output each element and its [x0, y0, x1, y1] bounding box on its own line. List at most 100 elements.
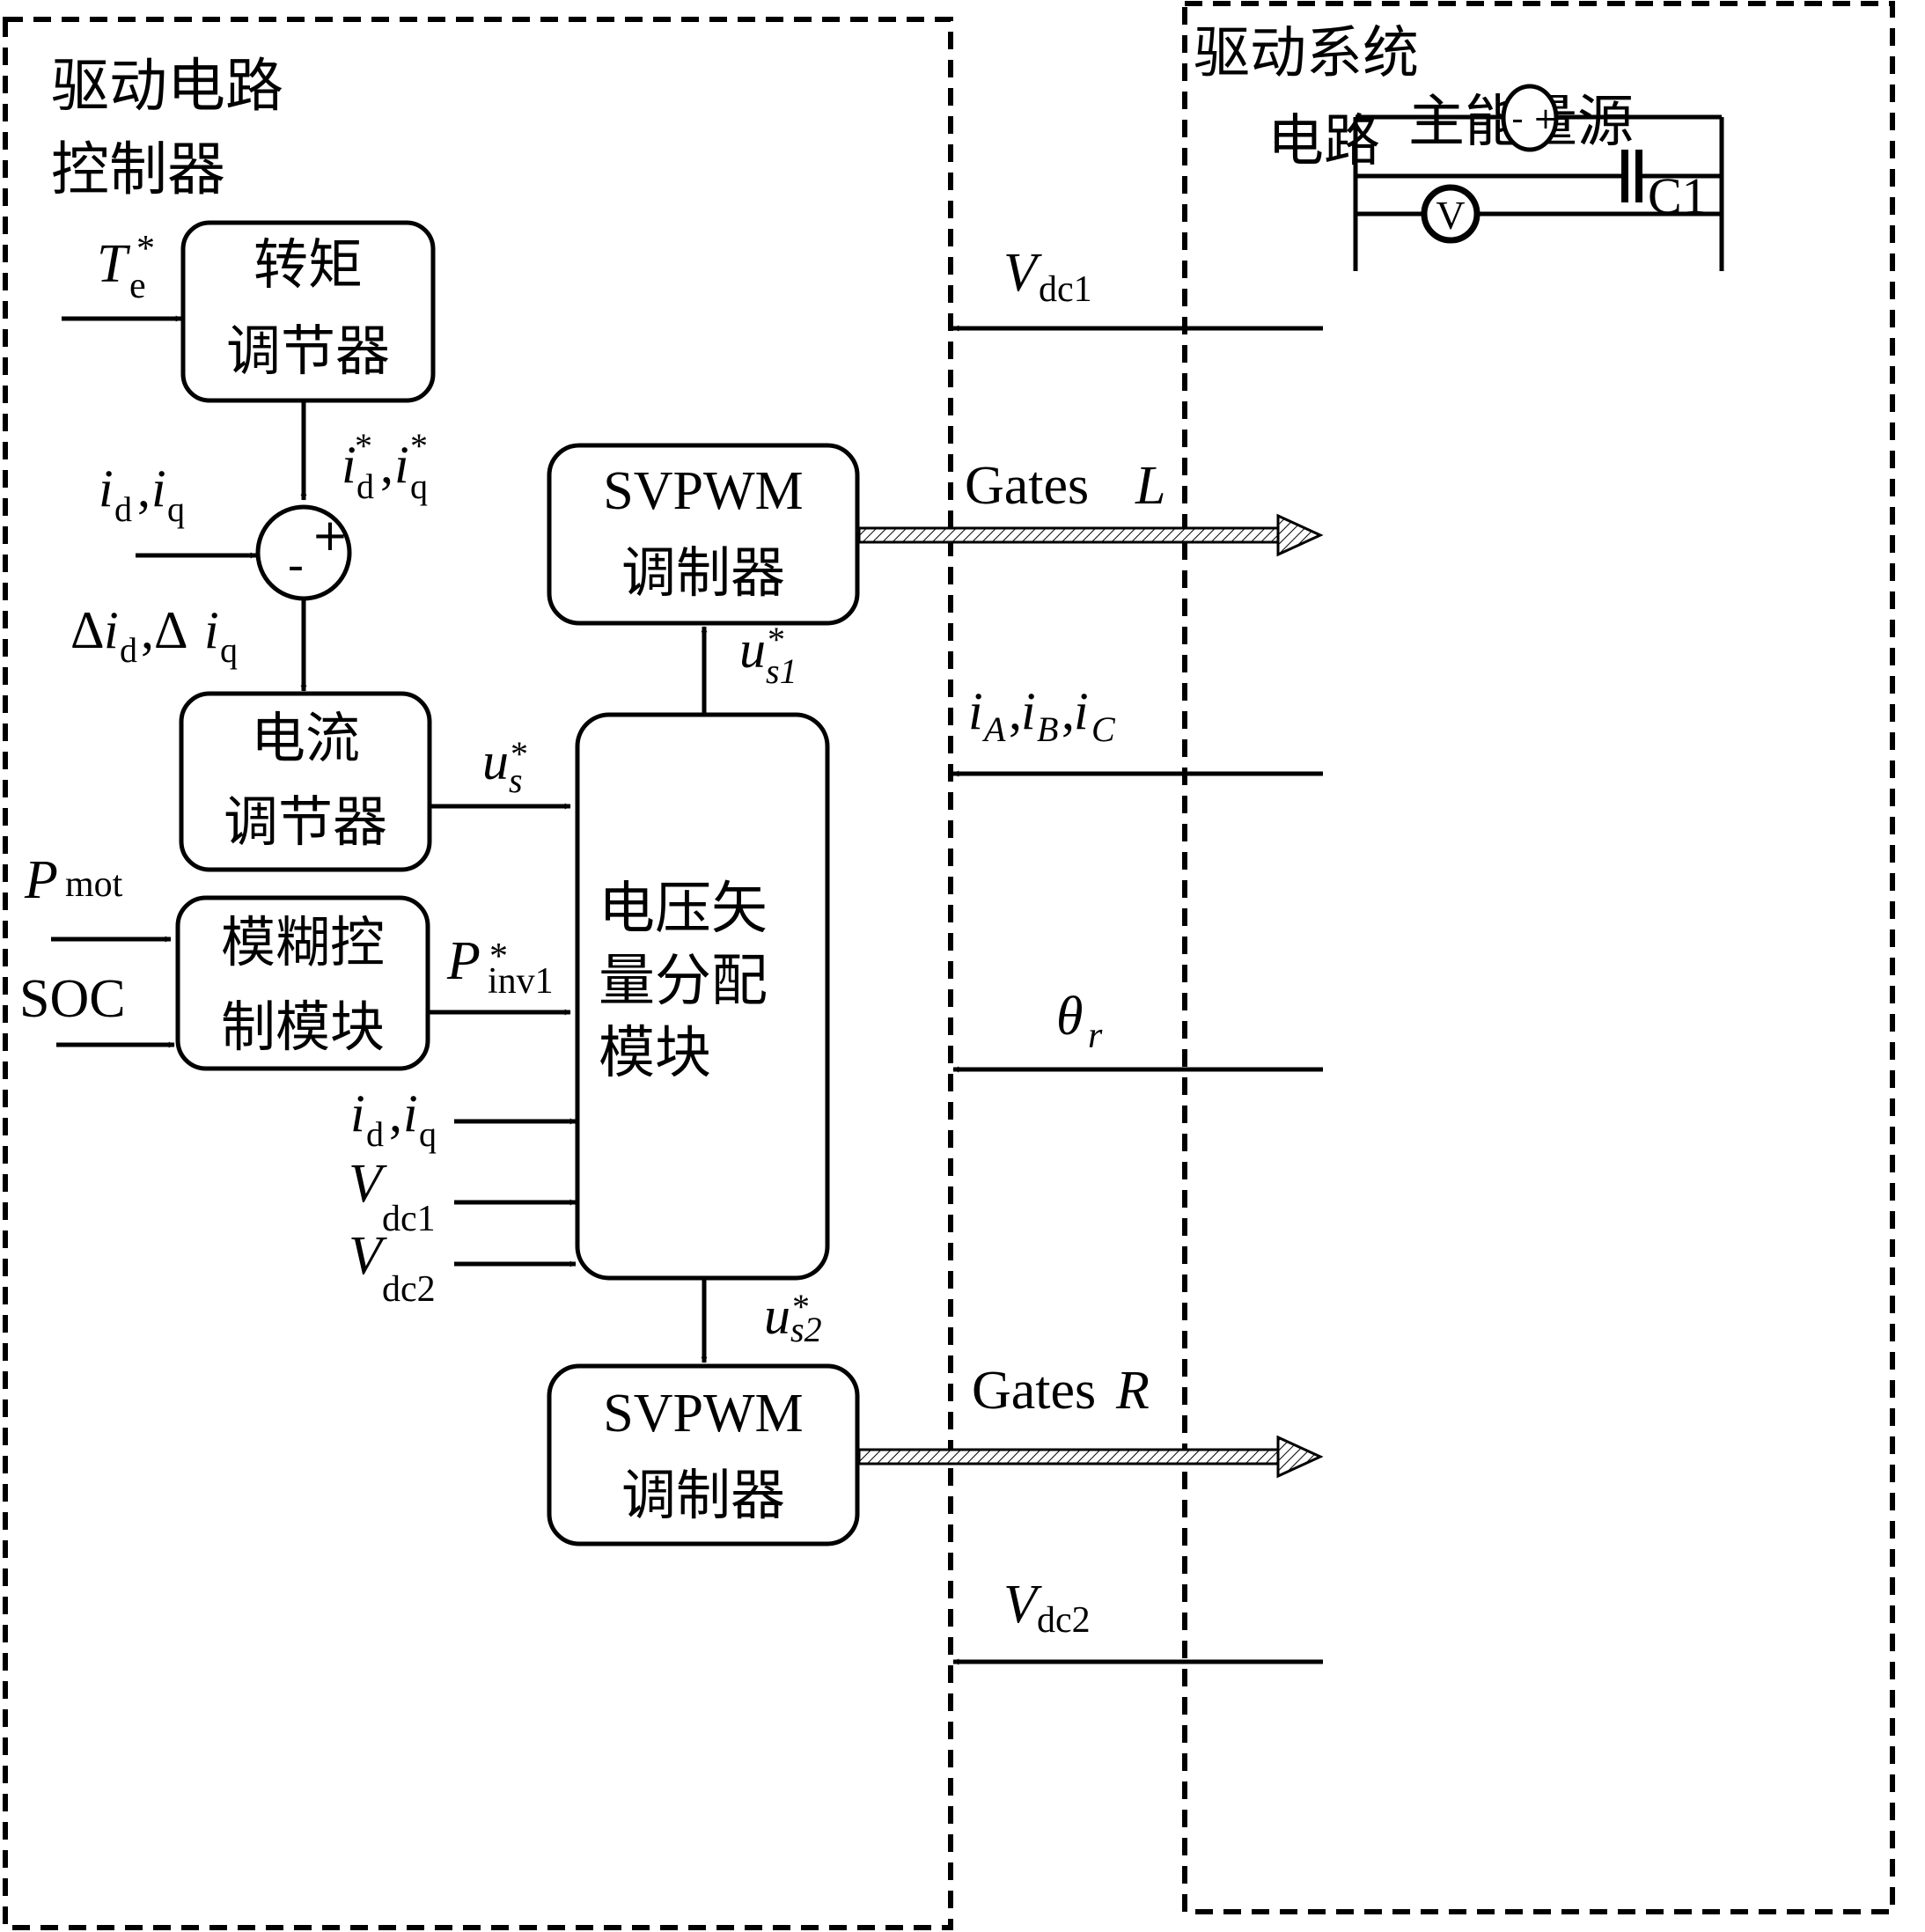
- voltage-allocation-block[interactable]: [575, 712, 830, 1281]
- gates-l-bus: [857, 513, 1324, 557]
- svg-text:s1: s1: [766, 651, 797, 691]
- voltage-allocation-label-2: 量分配: [599, 949, 768, 1014]
- drive-system-title-line1: 驱动系统: [1194, 21, 1419, 86]
- summer-plus: +: [312, 510, 349, 561]
- svg-text:i: i: [99, 459, 114, 518]
- us2-ref-label: u * s2: [764, 1287, 822, 1349]
- voltmeter-1-label: V: [1436, 193, 1465, 238]
- main-source-minus: -: [1511, 99, 1524, 138]
- svpwm2-label-1: SVPWM: [603, 1384, 803, 1443]
- svg-text:,: ,: [389, 1084, 402, 1142]
- svg-text:,: ,: [1062, 682, 1075, 740]
- svg-text:,: ,: [137, 459, 151, 518]
- svg-text:i: i: [1021, 682, 1036, 740]
- svg-text:*: *: [489, 937, 508, 977]
- svg-text:d: d: [114, 489, 132, 529]
- svg-text:q: q: [220, 630, 238, 670]
- svg-text:d: d: [366, 1114, 384, 1154]
- svg-text:*: *: [768, 620, 785, 659]
- svg-text:i: i: [104, 601, 119, 659]
- svpwm1-label-1: SVPWM: [603, 461, 803, 521]
- svg-text:dc2: dc2: [1037, 1600, 1091, 1641]
- svg-text:q: q: [167, 489, 185, 529]
- svg-text:u: u: [482, 732, 509, 790]
- svg-text:q: q: [419, 1114, 437, 1154]
- svg-text:i: i: [394, 436, 409, 494]
- current-regulator-label-2: 调节器: [224, 790, 387, 854]
- svg-text:*: *: [355, 426, 372, 466]
- svg-text:e: e: [129, 266, 146, 306]
- svg-text:V: V: [349, 1154, 387, 1214]
- svg-text:V: V: [349, 1226, 387, 1286]
- p-mot-label: P mot: [24, 850, 123, 910]
- controller-boundary: [3, 17, 953, 1930]
- svg-text:s: s: [509, 760, 523, 800]
- svg-text:i: i: [342, 436, 356, 494]
- voltmeter-1[interactable]: V: [1421, 184, 1480, 244]
- svg-text:A: A: [981, 709, 1006, 749]
- drive-system-title-line2: 电路: [1267, 109, 1380, 174]
- svg-text:s2: s2: [790, 1310, 822, 1349]
- svg-text:*: *: [792, 1287, 810, 1326]
- vdc2-feedback-label: V dc2: [1003, 1575, 1091, 1641]
- svpwm1-label-2: 调制器: [621, 540, 785, 605]
- main-source[interactable]: - +: [1501, 84, 1559, 152]
- main-source-plus: +: [1533, 101, 1559, 136]
- svg-text:r: r: [1088, 1016, 1103, 1056]
- svg-text:i: i: [350, 1084, 365, 1142]
- svg-text:,: ,: [380, 436, 393, 494]
- idq-ref-label: i d * , i q *: [342, 426, 428, 506]
- delta-idq-label: Δ i d ,Δ i q: [70, 601, 238, 670]
- controller-title-line1: 驱动电路: [51, 52, 283, 120]
- svg-text:θ: θ: [1056, 987, 1083, 1047]
- svg-text:P: P: [446, 931, 481, 991]
- fuzzy-control-label-1: 模糊控: [221, 910, 385, 974]
- svg-text:i: i: [1074, 682, 1089, 740]
- gates-r-label: Gates R: [972, 1361, 1150, 1421]
- svg-text:Δ: Δ: [70, 601, 105, 659]
- svg-text:*: *: [136, 229, 155, 269]
- summing-junction: [255, 504, 352, 601]
- svg-text:P: P: [24, 850, 58, 910]
- current-regulator-block[interactable]: [179, 691, 432, 872]
- svg-text:dc2: dc2: [382, 1269, 436, 1310]
- svg-text:u: u: [764, 1287, 790, 1345]
- svpwm1-block[interactable]: [547, 443, 860, 626]
- gates-l-label: Gates L: [965, 456, 1165, 516]
- summer-minus: -: [288, 540, 305, 592]
- iabc-feedback-label: i A , i B , i C: [968, 682, 1116, 749]
- svg-text:T: T: [97, 234, 131, 294]
- svg-text:,Δ: ,Δ: [141, 601, 188, 659]
- vdc1-in-label: V dc1: [349, 1154, 436, 1239]
- svg-text:,: ,: [1009, 682, 1022, 740]
- svg-text:V: V: [1003, 1575, 1042, 1634]
- svg-text:d: d: [120, 630, 137, 670]
- svg-text:inv1: inv1: [488, 961, 554, 1002]
- svg-text:B: B: [1037, 709, 1058, 749]
- fuzzy-control-block[interactable]: [175, 895, 430, 1071]
- svg-text:u: u: [739, 621, 766, 679]
- theta-label: θ r: [1056, 987, 1103, 1056]
- svg-text:dc1: dc1: [1039, 269, 1092, 310]
- gates-r-bus: [857, 1435, 1324, 1479]
- svg-text:i: i: [151, 459, 166, 518]
- idq-in-label: i d , i q: [350, 1084, 437, 1154]
- svg-text:V: V: [1003, 243, 1042, 303]
- fuzzy-control-label-2: 制模块: [221, 995, 385, 1059]
- svpwm2-label-2: 调制器: [621, 1463, 785, 1527]
- torque-regulator-label-1: 转矩: [253, 232, 363, 297]
- idq-feedback-label: i d , i q: [99, 459, 185, 529]
- svg-text:R: R: [1115, 1361, 1150, 1421]
- svg-text:i: i: [968, 682, 983, 740]
- svg-text:q: q: [410, 466, 428, 506]
- svg-text:mot: mot: [65, 864, 123, 905]
- capacitor-c1: [1621, 150, 1642, 202]
- drive-system-boundary: [1182, 1, 1895, 1914]
- us-ref-label: u * s: [482, 732, 528, 800]
- torque-regulator-block[interactable]: [180, 220, 436, 403]
- vdc2-in-label: V dc2: [349, 1226, 436, 1310]
- svg-text:*: *: [410, 426, 428, 466]
- svpwm2-block[interactable]: [547, 1363, 860, 1546]
- te-ref-label: T e *: [97, 229, 155, 306]
